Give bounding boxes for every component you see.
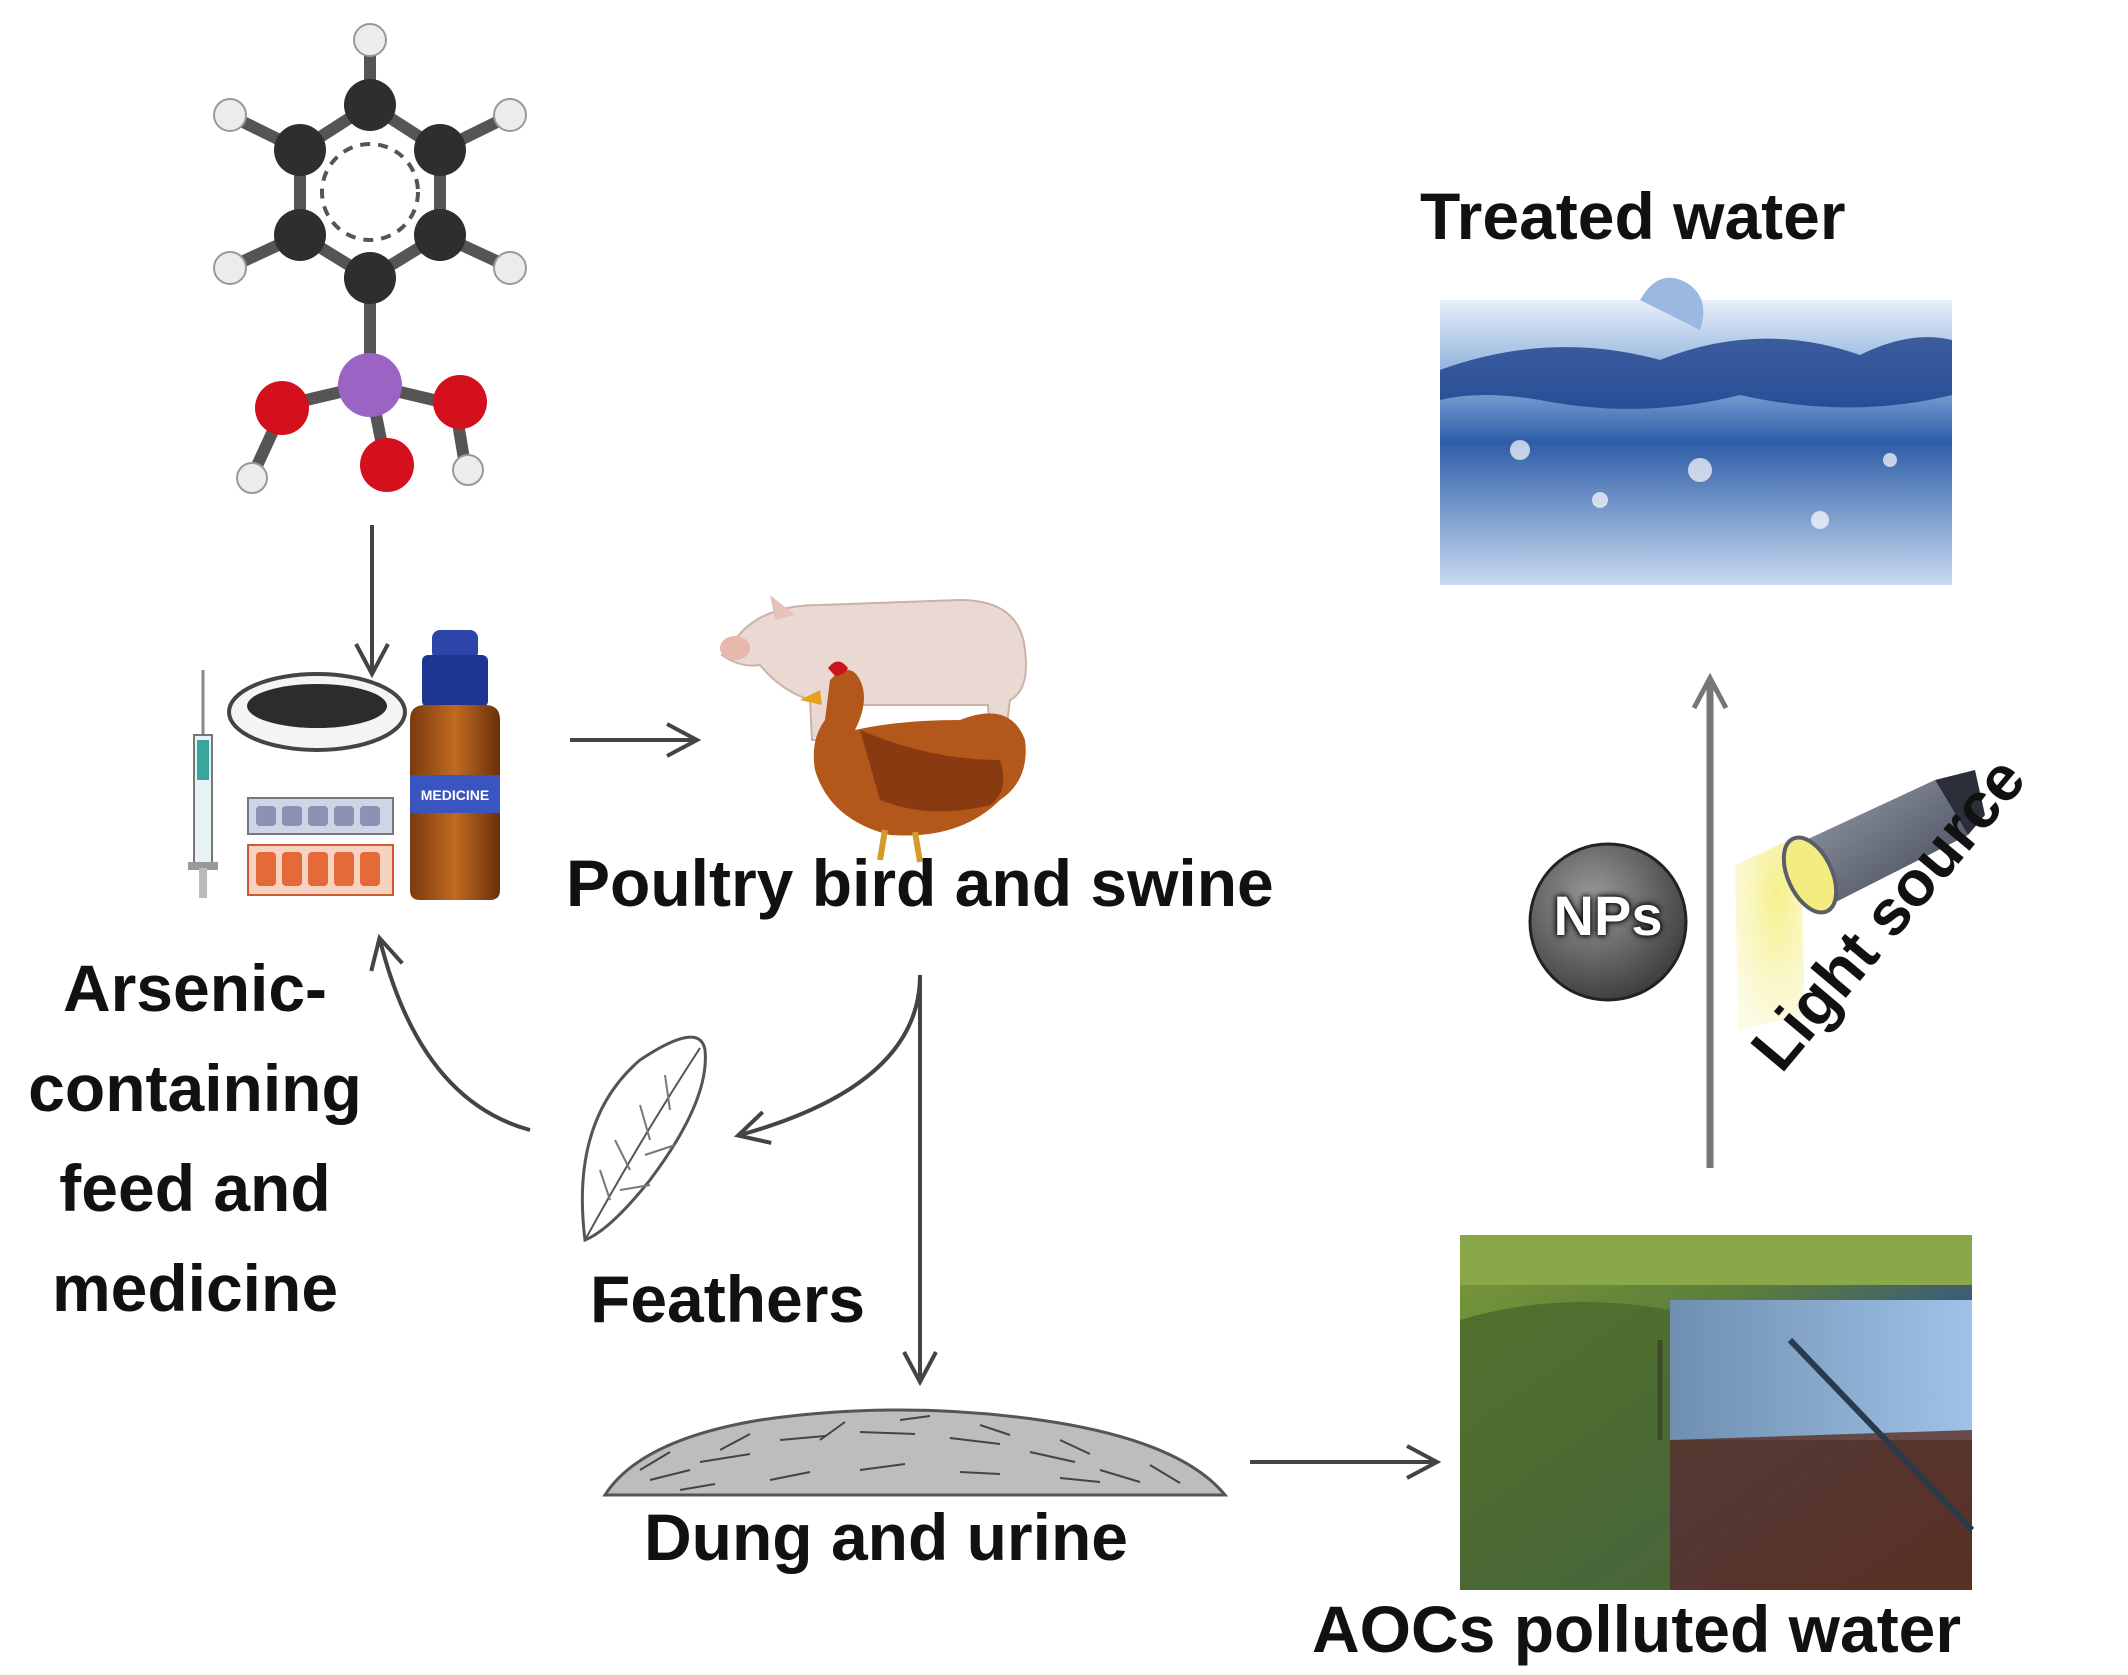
pig-icon: [720, 595, 1027, 741]
nanoparticles-icon: [1528, 842, 1688, 1002]
feed-and-medicine-icon: MEDICINE: [188, 630, 500, 900]
nps-label: NPs: [1553, 884, 1663, 947]
flashlight-icon: [1735, 770, 1985, 1030]
dung-heap-icon: [602, 1408, 1229, 1497]
treated-water-image: [1440, 277, 1952, 585]
aocs-polluted-water-label: AOCs polluted water: [1312, 1592, 1962, 1666]
treated-water-label: Treated water: [1420, 179, 1846, 253]
dung-urine-label: Dung and urine: [644, 1500, 1128, 1574]
arsenic-feed-medicine-label: Arsenic-containing feed and medicine: [28, 951, 362, 1325]
arrow-feathers-to-feed: [369, 933, 531, 1132]
poultry-swine-label: Poultry bird and swine: [566, 846, 1274, 920]
syringe-icon: [188, 670, 218, 898]
feather-icon: [580, 1035, 707, 1243]
medicine-bottle-icon: MEDICINE: [410, 630, 500, 900]
chicken-icon: [800, 661, 1026, 863]
polluted-water-image: [1460, 1235, 1975, 1590]
arrow-animals-to-feathers: [733, 974, 922, 1145]
bottle-label: MEDICINE: [421, 787, 489, 803]
phenylarsonic-acid-molecule-icon: [213, 23, 527, 494]
feathers-label: Feathers: [590, 1262, 866, 1336]
blister-pack-icon: [247, 797, 394, 896]
